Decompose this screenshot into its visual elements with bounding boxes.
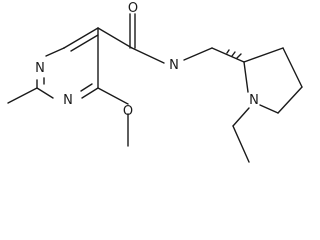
bond-n3-c2: [36, 87, 54, 99]
bond-c5-n-pyrrolidine: [259, 104, 279, 114]
pyrimidine-ring: [36, 27, 99, 99]
bond-amide-n-ch2: [183, 47, 213, 61]
bond-n1-c6: [45, 47, 65, 57]
atom-label-n3: N: [63, 93, 73, 108]
hash-mark-1: [226, 49, 230, 54]
bond-c6-c5-inner-double: [70, 34, 99, 52]
bond-c2-n-pyrrolidine: [243, 61, 249, 93]
atom-label-carbonyl-oxygen: O: [128, 1, 138, 16]
hash-mark-3: [236, 53, 242, 59]
stereo-hash-bond: [226, 49, 242, 59]
bond-c5-carbonyl-carbon: [97, 27, 133, 49]
bond-ethyl-ch3: [232, 125, 250, 163]
carboxamide-group: [97, 13, 165, 64]
hash-mark-2: [231, 51, 236, 57]
bond-c4-n3: [81, 87, 99, 99]
bond-c4-n3-inner-double: [80, 83, 93, 92]
bond-c6-c5-pyrimidine: [63, 27, 99, 49]
bond-c4-c5-pyrrolidine: [277, 86, 303, 114]
structure-diagram: N N O N N O: [7, 1, 303, 163]
bond-carbonyl-to-amide-n: [131, 47, 165, 64]
pyrrolidine-ring: [243, 47, 303, 114]
atom-label-amide-nitrogen: N: [169, 58, 179, 73]
atom-label-n1: N: [35, 61, 45, 76]
bond-n-ethyl-ch2: [232, 107, 250, 127]
bond-c3-c4-pyrrolidine: [282, 47, 303, 88]
bond-c2-c3-pyrrolidine: [243, 47, 284, 63]
bond-c4-o-methoxy: [97, 87, 129, 105]
atom-label-pyrrolidine-nitrogen: N: [249, 93, 259, 108]
atom-label-methoxy-oxygen: O: [123, 104, 133, 119]
bond-c2-methyl: [7, 87, 38, 104]
bond-ch2-c2-pyrrolidine: [211, 47, 245, 63]
